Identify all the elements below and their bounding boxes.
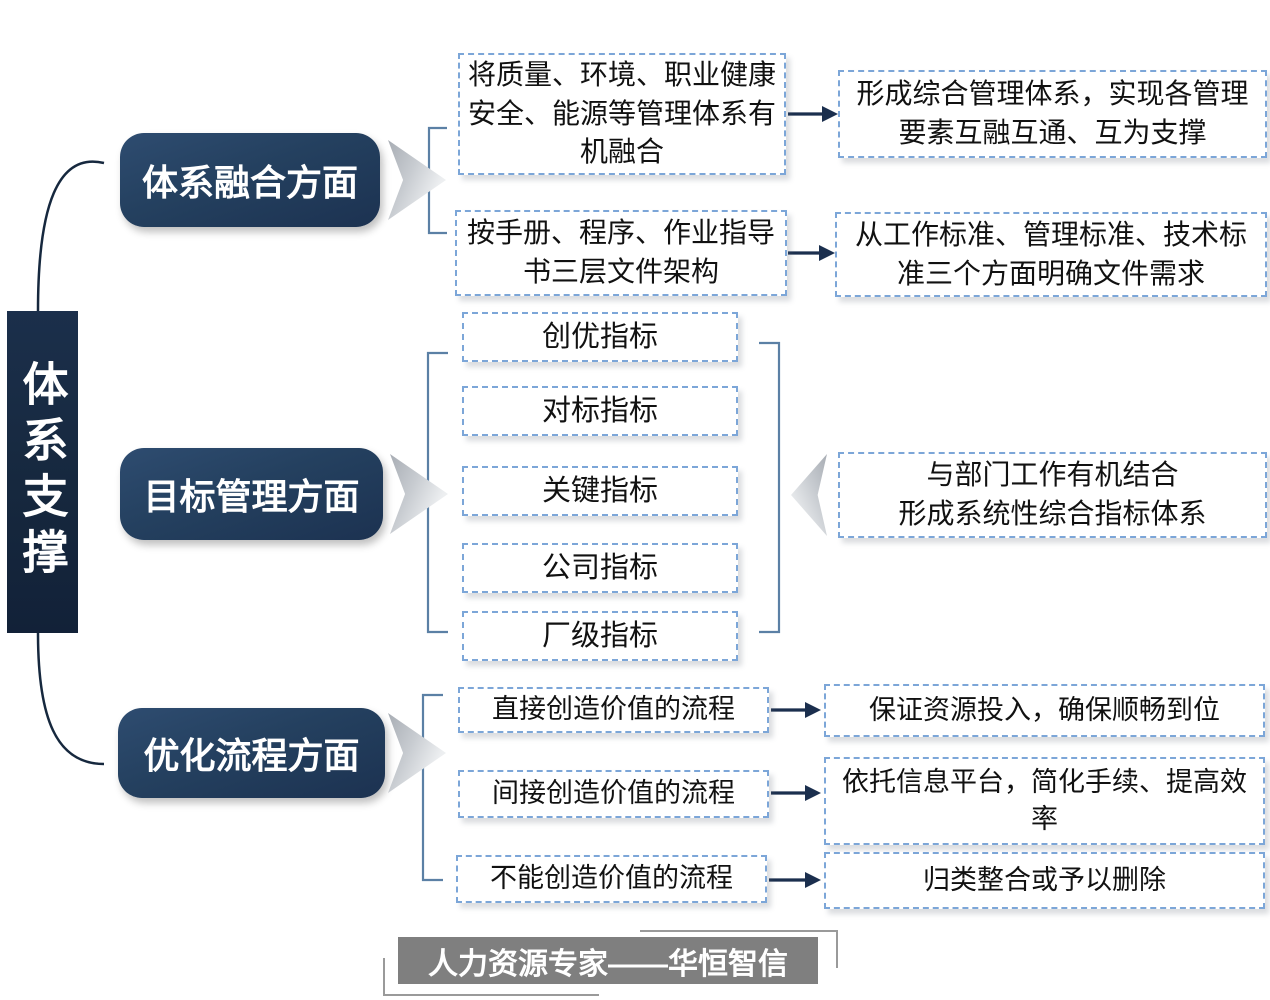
result-box-text: 与部门工作有机结合 [926,459,1179,491]
result-box: 从工作标准、管理标准、技术标准三个方面明确文件需求 [835,212,1267,297]
bracket-section3 [421,693,443,882]
category-label: 目标管理方面 [143,476,360,517]
result-box-text: 保证资源投入，确保顺畅到位 [869,694,1220,725]
indicator-box: 创优指标 [462,312,738,362]
arrow-right-icon [771,785,821,801]
process-box-text: 不能创造价值的流程 [490,863,733,894]
indicator-box: 厂级指标 [462,611,738,661]
process-box-text: 按手册、程序、作业指导书三层文件架构 [466,217,775,287]
result-box: 归类整合或予以删除 [824,852,1265,909]
process-box-text: 将质量、环境、职业健康安全、能源等管理体系有机融合 [468,59,777,168]
indicator-label: 公司指标 [541,551,658,584]
indicator-label: 关键指标 [541,474,658,507]
process-box: 间接创造价值的流程 [458,770,769,818]
footer-banner: 人力资源专家——华恒智信 [398,937,818,984]
root-pillar-label: 体系支撑 [16,360,69,584]
footer-banner-label: 人力资源专家——华恒智信 [428,947,788,981]
indicator-label: 对标指标 [541,394,658,427]
result-box-text: 从工作标准、管理标准、技术标准三个方面明确文件需求 [854,218,1247,289]
indicator-box: 对标指标 [462,386,738,436]
bracket-indicators-right [759,341,781,634]
category-box-system-integration: 体系融合方面 [120,133,380,227]
category-box-target-management: 目标管理方面 [120,448,383,540]
root-pillar: 体系支撑 [7,311,78,633]
arrow-right-icon [771,702,821,718]
result-box-text: 形成系统性综合指标体系 [898,498,1207,529]
indicator-box: 关键指标 [462,466,738,516]
connector-curve-bottom [36,632,105,766]
category-box-process-optimization: 优化流程方面 [118,708,385,798]
chevron-right-icon [390,454,448,534]
indicator-box: 公司指标 [462,543,738,593]
connector-curve-top [36,160,105,312]
process-box: 按手册、程序、作业指导书三层文件架构 [455,210,787,296]
chevron-left-icon [791,454,827,536]
process-box: 直接创造价值的流程 [458,687,769,733]
arrow-right-icon [788,245,835,261]
process-box: 不能创造价值的流程 [456,855,767,903]
arrow-right-icon [788,106,838,122]
banner-frame-decoration [383,958,599,996]
result-box-text: 形成综合管理体系，实现各管理要素互融互通、互为支撑 [856,78,1249,148]
indicator-label: 厂级指标 [541,619,658,652]
category-label: 体系融合方面 [141,162,358,203]
result-box: 与部门工作有机结合 形成系统性综合指标体系 [838,452,1267,538]
result-box: 依托信息平台，简化手续、提高效率 [824,757,1265,845]
indicator-label: 创优指标 [541,320,658,353]
result-box-text: 依托信息平台，简化手续、提高效率 [842,766,1247,834]
chevron-right-icon [388,140,446,220]
banner-frame-decoration [640,930,838,968]
chevron-right-icon [388,713,446,793]
result-box-text: 归类整合或予以删除 [923,864,1166,895]
process-box-text: 直接创造价值的流程 [492,694,735,725]
result-box: 形成综合管理体系，实现各管理要素互融互通、互为支撑 [838,70,1267,158]
category-label: 优化流程方面 [143,735,360,776]
process-box: 将质量、环境、职业健康安全、能源等管理体系有机融合 [458,53,786,175]
process-box-text: 间接创造价值的流程 [492,778,735,809]
result-box: 保证资源投入，确保顺畅到位 [824,684,1265,737]
arrow-right-icon [769,872,821,888]
